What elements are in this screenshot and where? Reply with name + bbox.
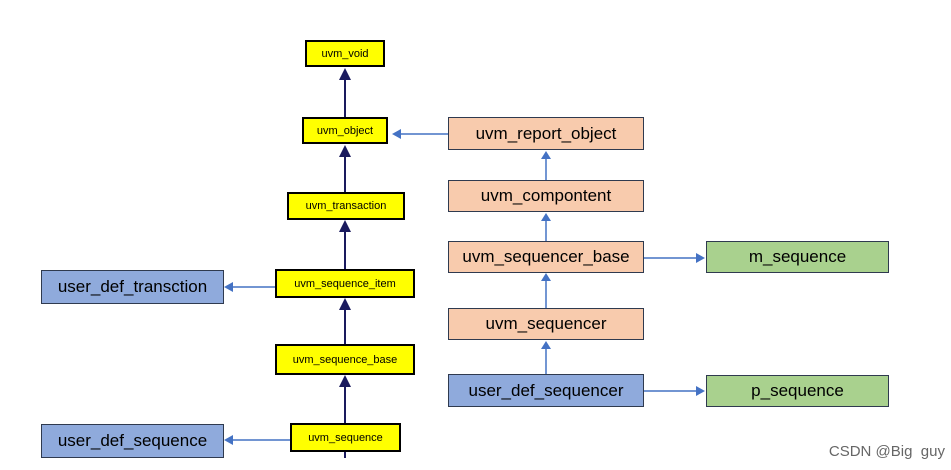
arrowhead-void xyxy=(339,68,351,80)
arrowhead-user-transction xyxy=(224,282,233,292)
node-user-def-transction: user_def_transction xyxy=(41,270,224,304)
node-uvm-object: uvm_object xyxy=(302,117,388,144)
arrowhead-p-sequence xyxy=(696,386,705,396)
node-user-def-sequence: user_def_sequence xyxy=(41,424,224,458)
node-uvm-compontent: uvm_compontent xyxy=(448,180,644,212)
arrowhead-sequence-item xyxy=(339,298,351,310)
node-p-sequence: p_sequence xyxy=(706,375,889,407)
node-uvm-sequence-base: uvm_sequence_base xyxy=(275,344,415,375)
node-uvm-void: uvm_void xyxy=(305,40,385,67)
node-uvm-sequencer-base: uvm_sequencer_base xyxy=(448,241,644,273)
arrowhead-m-sequence xyxy=(696,253,705,263)
node-user-def-sequencer: user_def_sequencer xyxy=(448,374,644,407)
arrowhead-compontent xyxy=(541,151,551,159)
arrowhead-sequencer xyxy=(541,273,551,281)
arrowhead-sequencer-base xyxy=(541,213,551,221)
arrowhead-user-sequence xyxy=(224,435,233,445)
watermark-text: CSDN @Big guy xyxy=(828,443,945,460)
arrowhead-sequence-base xyxy=(339,375,351,387)
arrowhead-report-object xyxy=(392,129,401,139)
node-uvm-sequencer: uvm_sequencer xyxy=(448,308,644,340)
node-uvm-transaction: uvm_transaction xyxy=(287,192,405,220)
node-m-sequence: m_sequence xyxy=(706,241,889,273)
arrowhead-object xyxy=(339,145,351,157)
node-uvm-report-object: uvm_report_object xyxy=(448,117,644,150)
arrowhead-transaction xyxy=(339,220,351,232)
arrowhead-user-sequencer xyxy=(541,341,551,349)
node-uvm-sequence: uvm_sequence xyxy=(290,423,401,452)
node-uvm-sequence-item: uvm_sequence_item xyxy=(275,269,415,298)
